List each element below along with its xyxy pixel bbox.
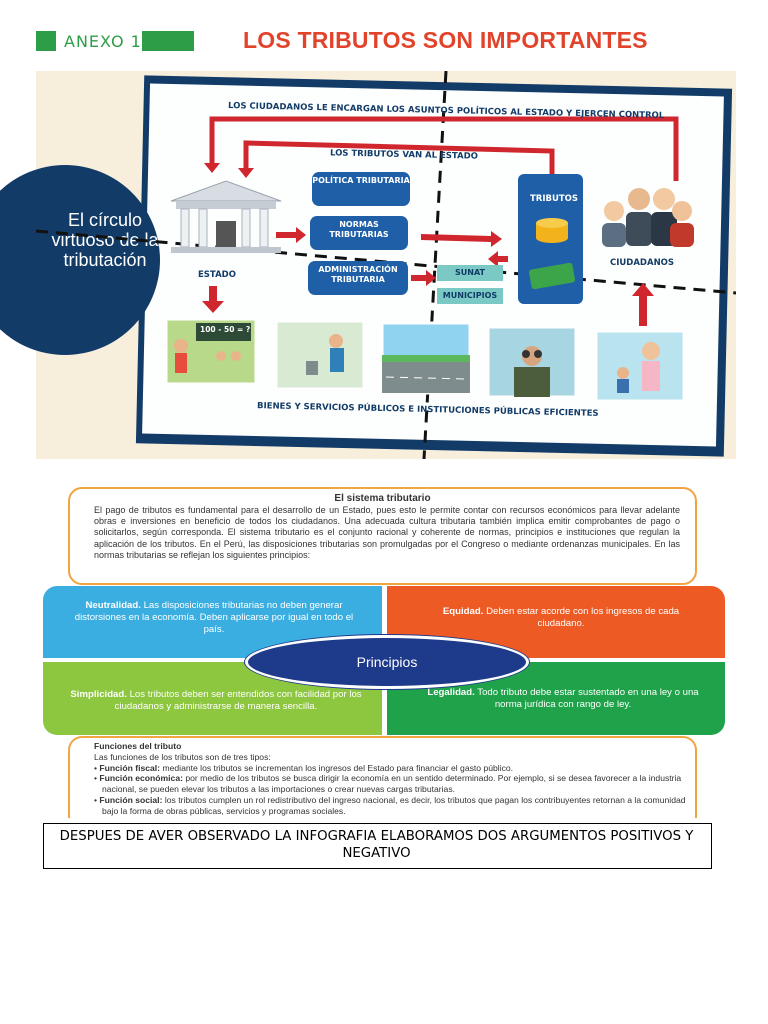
norms-box: NORMAS TRIBUTARIAS	[310, 216, 408, 250]
administration-box: ADMINISTRACIÓN TRIBUTARIA	[308, 261, 408, 295]
system-box	[68, 487, 697, 585]
arrow-down-icon	[202, 286, 224, 313]
infographic-diagram	[36, 71, 736, 459]
state-building-icon	[170, 180, 282, 253]
security-image	[486, 325, 578, 399]
citizens-icon	[602, 188, 694, 247]
circle-title: El círculo virtuoso de la tributación	[51, 210, 159, 270]
cleaning-image	[274, 319, 366, 391]
arrow-up-icon	[632, 283, 654, 326]
citizens-label: CIUDADANOS	[610, 258, 675, 268]
function-item: • Función económica: por medio de los tr…	[94, 773, 682, 795]
taxes-arrow	[243, 140, 555, 176]
arrow-left-icon	[488, 251, 508, 267]
money-icon	[518, 174, 583, 304]
function-item: • Función fiscal: mediante los tributos …	[94, 762, 514, 773]
policy-box: POLÍTICA TRIBUTARIA	[312, 172, 410, 206]
classroom-board-text: 100 - 50 = ?	[200, 325, 251, 334]
neutrality-text: Neutralidad. Las disposiciones tributari…	[74, 600, 354, 635]
principles-ellipse: Principios	[245, 635, 529, 689]
system-heading: El sistema tributario	[334, 493, 431, 504]
municipios-box: MUNICIPIOS	[437, 288, 503, 304]
functions-heading: Funciones del tributo	[94, 741, 182, 751]
circle-badge	[0, 165, 160, 355]
control-arrow	[209, 116, 679, 181]
health-image	[594, 329, 686, 403]
functions-intro: Las funciones de los tributos son de tre…	[94, 751, 271, 762]
arrow-right-icon	[411, 270, 436, 286]
functions-box	[68, 736, 697, 818]
legality-text: Legalidad. Todo tributo debe estar suste…	[427, 687, 699, 710]
system-paragraph: El pago de tributos es fundamental para …	[94, 505, 680, 560]
task-box[interactable]	[43, 823, 712, 869]
task-text: DESPUES DE AVER OBSERVADO LA INFOGRAFIA …	[59, 829, 694, 861]
equity-text: Equidad. Deben estar acorde con los ingr…	[442, 606, 680, 629]
road-image	[380, 321, 472, 395]
annex-badge-gap	[56, 31, 142, 51]
sunat-box: SUNAT	[437, 265, 503, 281]
state-label: ESTADO	[198, 270, 236, 280]
arrow-right-icon	[421, 231, 502, 247]
arrow-right-icon	[276, 227, 306, 243]
taxes-label: TRIBUTOS	[530, 194, 579, 204]
simplicity-text: Simplicidad. Los tributos deben ser ente…	[70, 689, 362, 712]
page-title: LOS TRIBUTOS SON IMPORTANTES	[243, 27, 648, 53]
functions-list: Funciones del tributo Las funciones de l…	[94, 741, 694, 817]
classroom-image	[164, 317, 258, 386]
function-item: • Función social: los tributos cumplen u…	[94, 794, 686, 816]
annex-label: ANEXO 1	[64, 32, 142, 51]
